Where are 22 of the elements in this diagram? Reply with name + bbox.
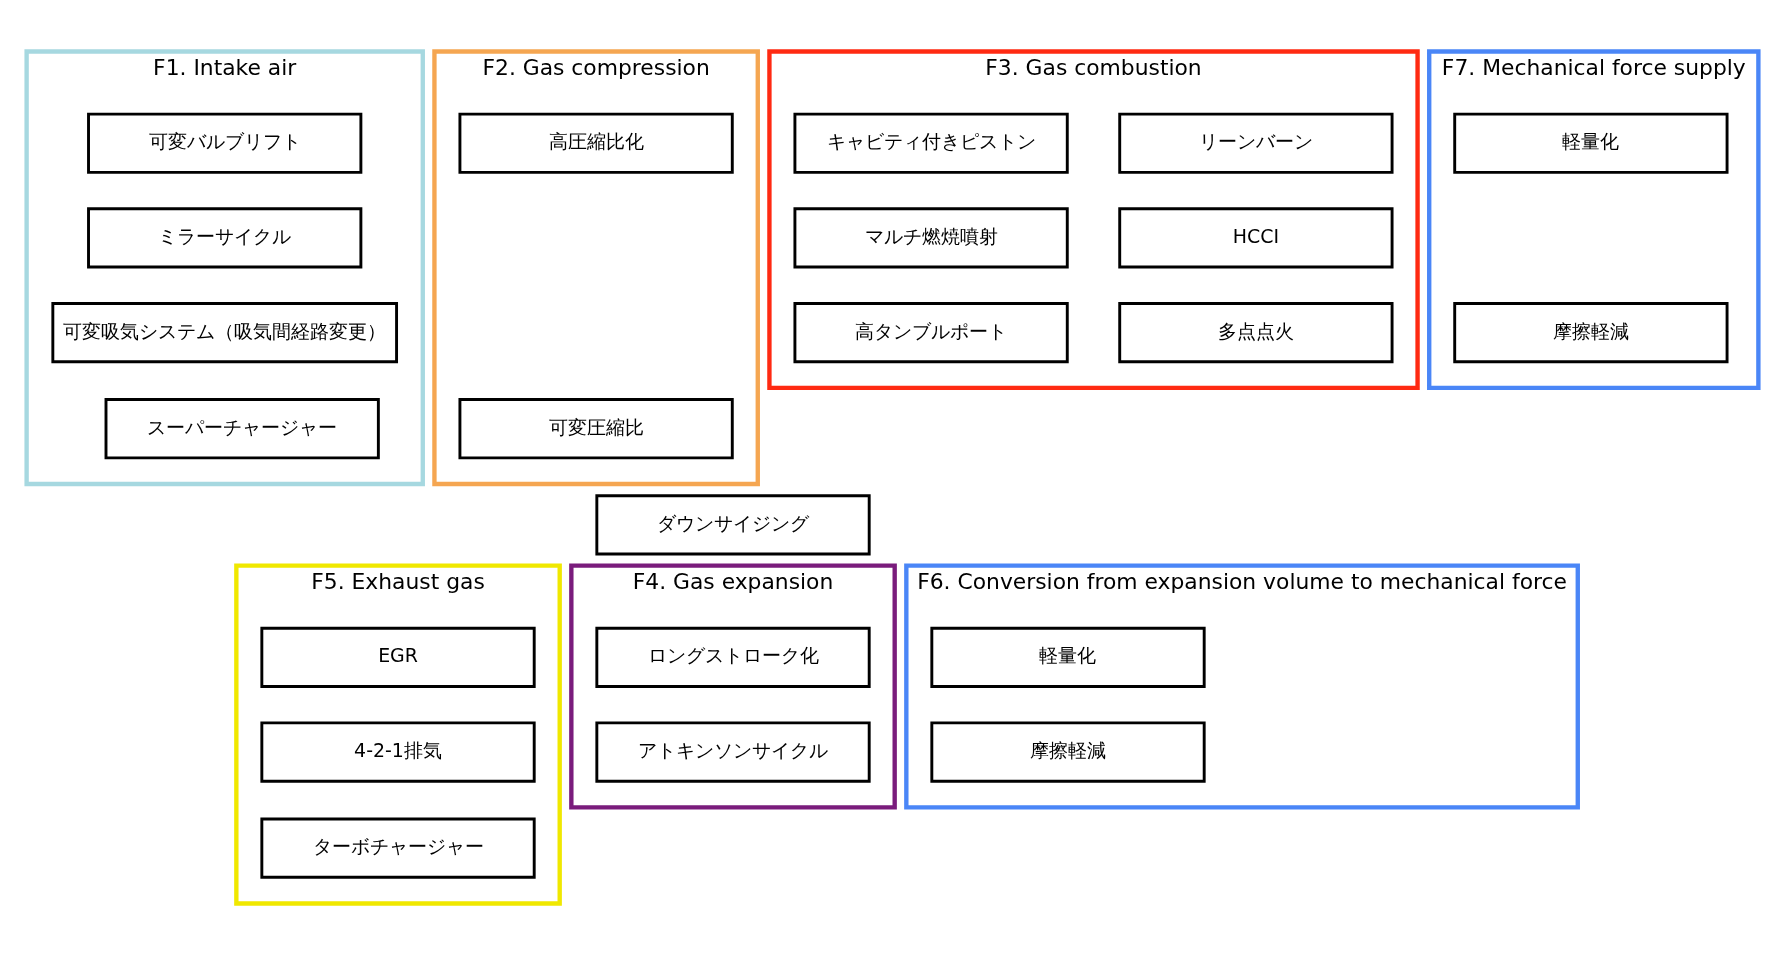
node-box: 軽量化 <box>1452 112 1729 174</box>
node-box: キャビティ付きピストン <box>792 112 1069 174</box>
node-box: マルチ燃焼噴射 <box>792 207 1069 269</box>
node-box: ダウンサイジング <box>594 494 871 556</box>
node-box: ロングストローク化 <box>594 626 871 688</box>
node-box: EGR <box>259 626 536 688</box>
node-box: 可変バルブリフト <box>86 112 362 174</box>
node-box: 可変圧縮比 <box>457 398 734 460</box>
node-box: リーンバーン <box>1117 112 1394 174</box>
node-box: 軽量化 <box>929 626 1206 688</box>
node-box: 高圧縮比化 <box>457 112 734 174</box>
node-box: 高タンブルポート <box>792 302 1069 364</box>
node-box: 4-2-1排気 <box>259 721 536 783</box>
node-box: 摩擦軽減 <box>1452 302 1729 364</box>
node-box: ターボチャージャー <box>259 817 536 879</box>
node-box: 多点点火 <box>1117 302 1394 364</box>
node-box: アトキンソンサイクル <box>594 721 871 783</box>
node-box: 摩擦軽減 <box>929 721 1206 783</box>
node-box: HCCI <box>1117 207 1394 269</box>
node-box: スーパーチャージャー <box>104 398 380 460</box>
node-box: ミラーサイクル <box>86 207 362 269</box>
node-box: 可変吸気システム（吸気間経路変更） <box>50 302 398 364</box>
